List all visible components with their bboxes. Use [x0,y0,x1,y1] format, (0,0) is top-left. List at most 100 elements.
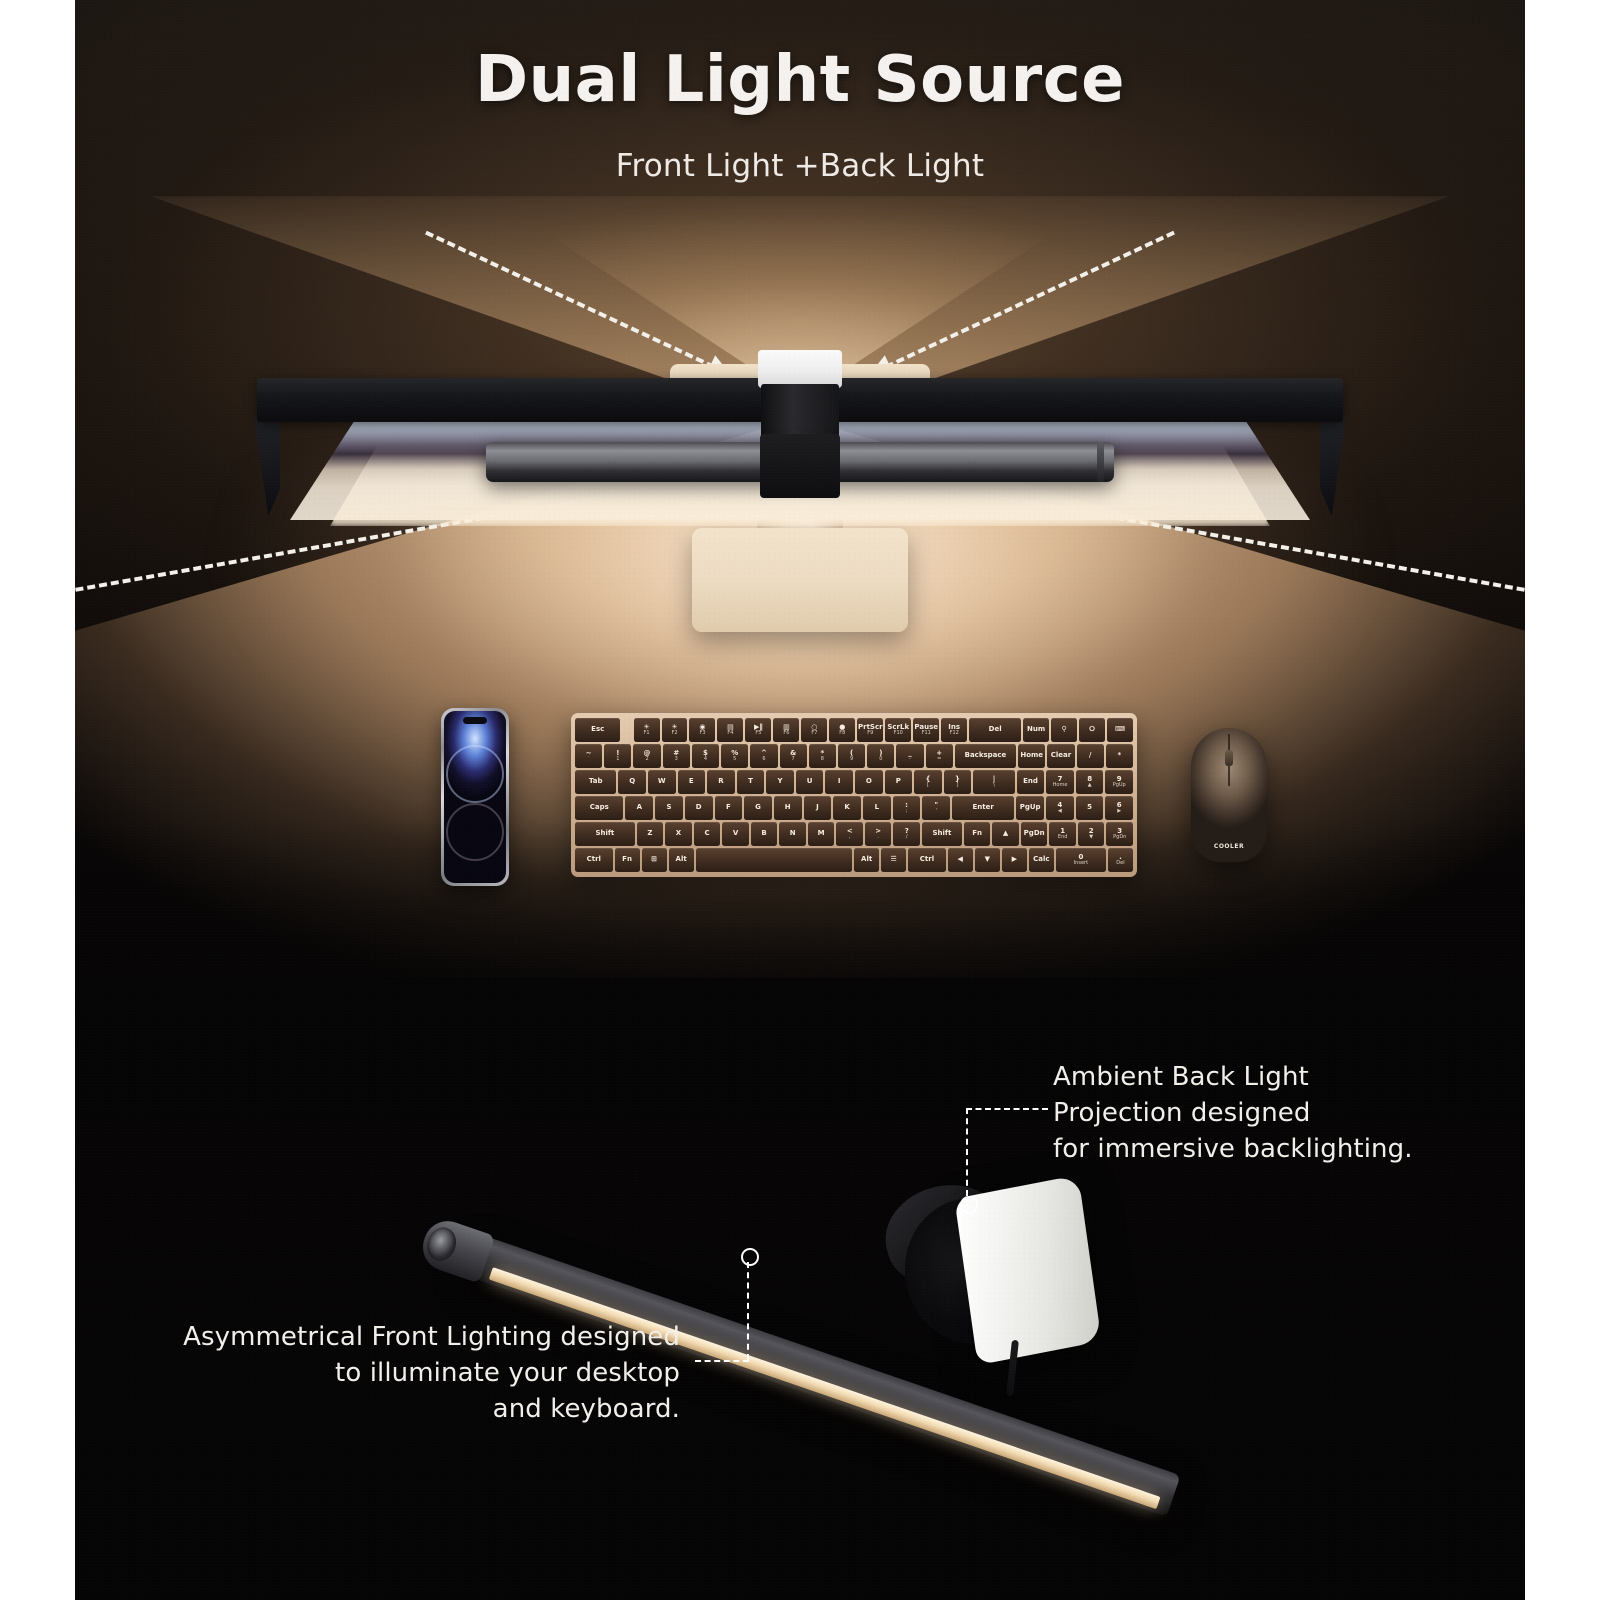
key-[interactable]: ⭘ [1079,718,1106,742]
key-caps[interactable]: Caps [575,796,624,820]
key-6[interactable]: 6▶ [1105,796,1134,820]
key-[interactable]: *8 [808,744,836,768]
key-[interactable]: (9 [837,744,866,768]
key-e[interactable]: E [677,770,706,794]
key-[interactable]: {[ [914,770,942,794]
key-[interactable]: ☀F2 [661,718,688,742]
key-fn[interactable]: Fn [963,822,991,846]
key-[interactable]: ~` [575,744,603,768]
key-[interactable]: += [925,744,953,768]
key-[interactable]: @2 [633,744,661,768]
key-[interactable]: .Del [1107,848,1133,872]
key-[interactable]: )0 [867,744,895,768]
key-[interactable]: ▲ [992,822,1019,846]
key-[interactable]: "' [922,796,951,820]
key-ctrl[interactable]: Ctrl [908,848,946,872]
key-8[interactable]: 8▲ [1075,770,1104,794]
key-[interactable]: >. [864,822,892,846]
key-[interactable]: }] [943,770,972,794]
key-[interactable]: <, [836,822,863,846]
key-end[interactable]: End [1016,770,1045,794]
key-[interactable]: ▤F4 [717,718,744,742]
key-shift[interactable]: Shift [575,822,635,846]
key-[interactable]: ●F8 [829,718,856,742]
key-home[interactable]: Home [1018,744,1046,768]
key-t[interactable]: T [736,770,765,794]
key-o[interactable]: O [855,770,883,794]
key-d[interactable]: D [684,796,713,820]
key-v[interactable]: V [722,822,749,846]
key-q[interactable]: Q [618,770,646,794]
key-n[interactable]: N [779,822,806,846]
key-b[interactable]: B [750,822,778,846]
key-[interactable]: &7 [779,744,807,768]
key-j[interactable]: J [803,796,832,820]
key-clear[interactable]: Clear [1047,744,1075,768]
key-p[interactable]: P [884,770,913,794]
key-f[interactable]: F [714,796,743,820]
key-s[interactable]: S [655,796,683,820]
key-y[interactable]: Y [766,770,794,794]
key-5[interactable]: 5 [1075,796,1104,820]
key-pgdn[interactable]: PgDn [1020,822,1048,846]
key-fn[interactable]: Fn [614,848,640,872]
key-space[interactable] [695,848,853,872]
key-[interactable]: %5 [721,744,749,768]
key-l[interactable]: L [862,796,891,820]
key-del[interactable]: Del [969,718,1022,742]
key-[interactable]: ⌨ [1107,718,1133,742]
key-2[interactable]: 2▼ [1077,822,1105,846]
key-enter[interactable]: Enter [952,796,1015,820]
key-[interactable]: ○F7 [801,718,828,742]
key-[interactable]: :; [892,796,921,820]
key-[interactable]: #3 [662,744,690,768]
key-z[interactable]: Z [636,822,664,846]
key-m[interactable]: M [807,822,835,846]
key-[interactable]: !1 [604,744,632,768]
key-[interactable]: ☰ [881,848,907,872]
key-c[interactable]: C [693,822,721,846]
key-alt[interactable]: Alt [854,848,880,872]
key-4[interactable]: 4◀ [1046,796,1074,820]
key-h[interactable]: H [773,796,802,820]
key-[interactable]: ◀ [947,848,973,872]
key-[interactable]: ?/ [893,822,921,846]
key-r[interactable]: R [707,770,735,794]
key-[interactable]: ▶ [1001,848,1027,872]
key-k[interactable]: K [833,796,861,820]
key-num[interactable]: Num [1023,718,1050,742]
key-alt[interactable]: Alt [668,848,694,872]
key-w[interactable]: W [647,770,676,794]
key-[interactable]: $4 [691,744,720,768]
key-[interactable]: ▶‖F5 [745,718,772,742]
key-[interactable]: _- [896,744,924,768]
key-esc[interactable]: Esc [575,718,621,742]
key-shift[interactable]: Shift [922,822,962,846]
key-pgup[interactable]: PgUp [1016,796,1044,820]
key-calc[interactable]: Calc [1028,848,1054,872]
key-[interactable]: ▼ [974,848,1000,872]
key-g[interactable]: G [744,796,772,820]
key-[interactable]: / [1076,744,1104,768]
key-x[interactable]: X [665,822,692,846]
key-[interactable]: |\ [973,770,1015,794]
key-[interactable]: * [1105,744,1133,768]
key-ctrl[interactable]: Ctrl [575,848,613,872]
key-i[interactable]: I [825,770,853,794]
key-[interactable]: ^6 [750,744,778,768]
key-[interactable]: ◉F3 [689,718,716,742]
key-u[interactable]: U [795,770,824,794]
key-[interactable]: ☀F1 [633,718,660,742]
key-backspace[interactable]: Backspace [954,744,1017,768]
key-[interactable]: ▥F6 [773,718,800,742]
key-[interactable]: ⚲ [1051,718,1078,742]
